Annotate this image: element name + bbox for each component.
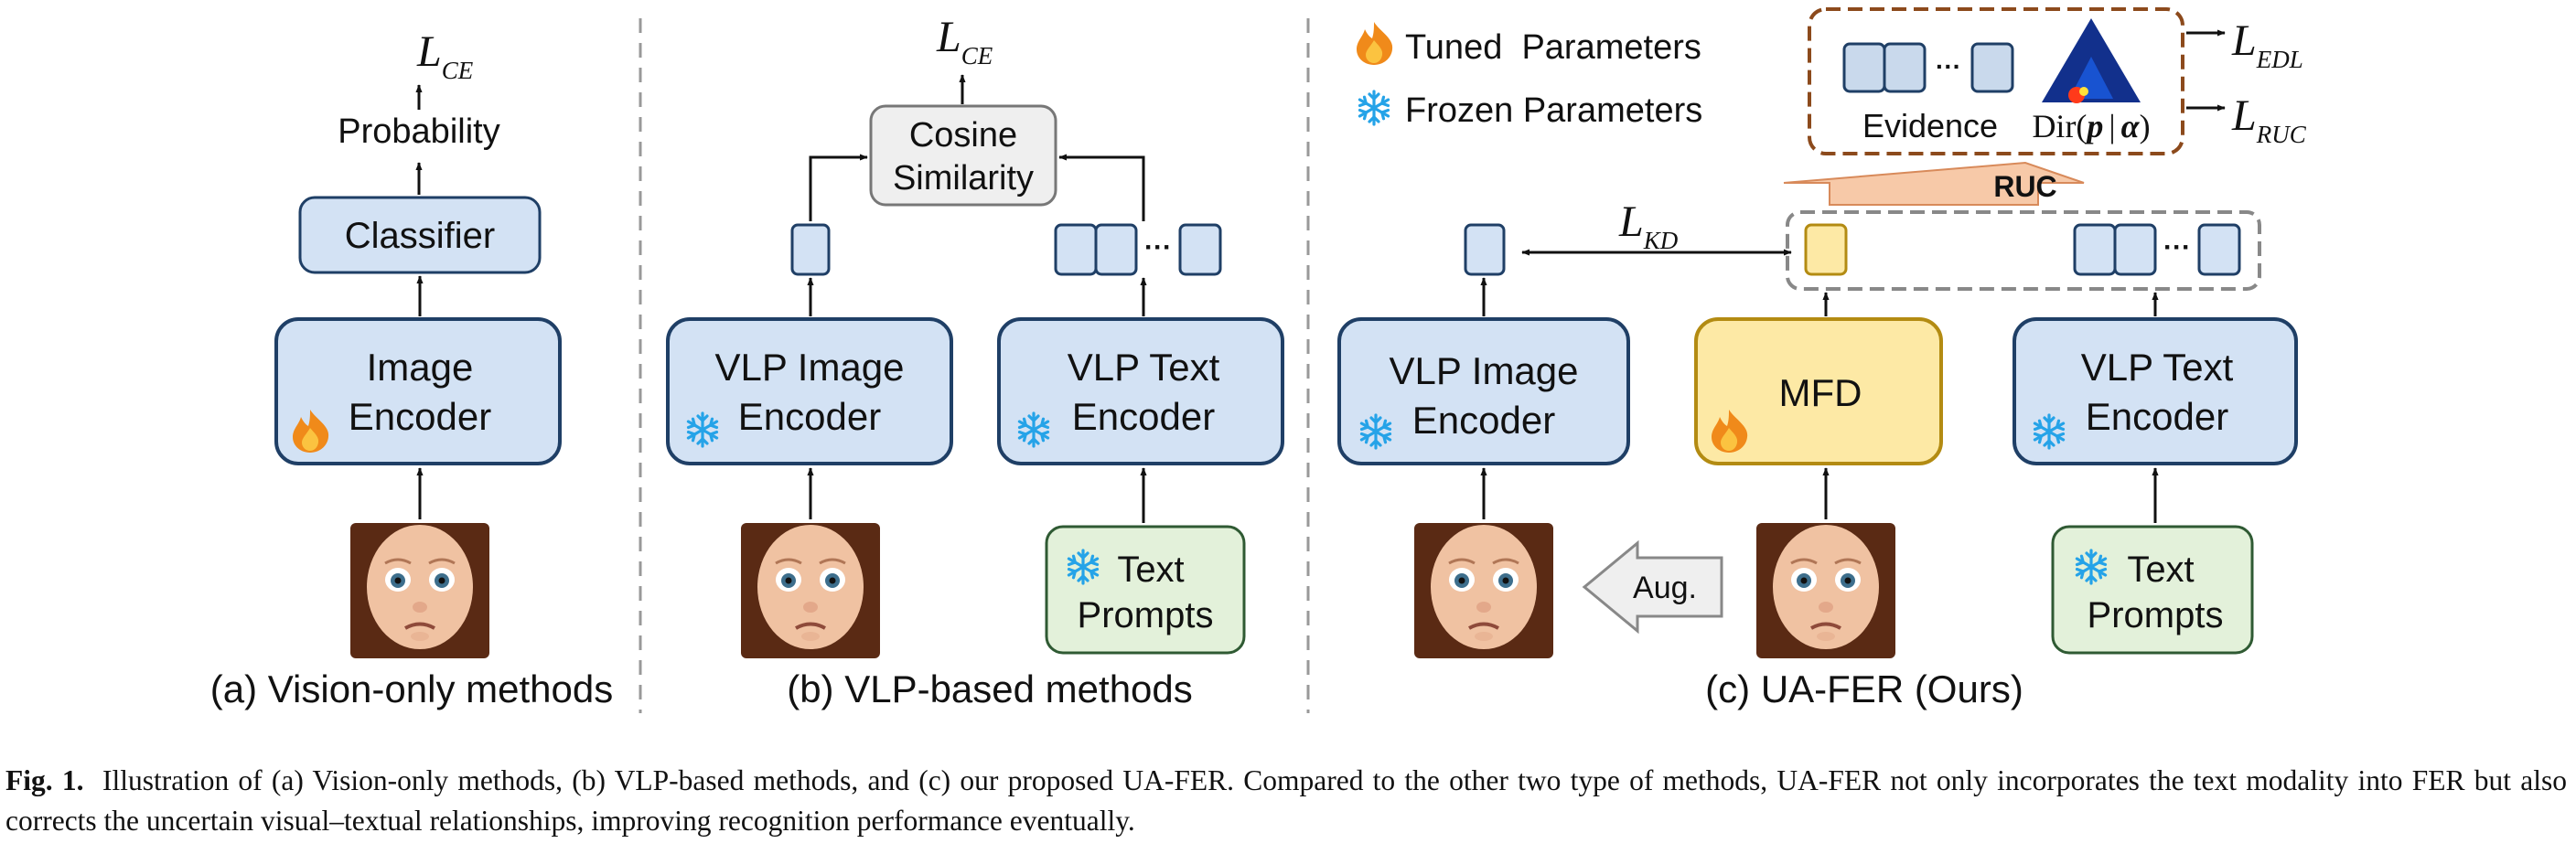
image-encoder-label-1: Image — [367, 346, 474, 389]
aug-arrow — [1582, 539, 1723, 635]
panel-c: Tuned Parameters Frozen Parameters ··· E… — [1337, 7, 2307, 710]
face-image-a — [349, 521, 491, 660]
arrow-txt-feat-cos — [1058, 154, 1145, 221]
panel-a: LCE Probability Classifier Image Encoder… — [210, 27, 613, 710]
vlp-text-encoder-box-b — [997, 317, 1284, 465]
mfd-box — [1694, 317, 1943, 465]
dirichlet-density-core — [2079, 87, 2088, 96]
probability-label: Probability — [338, 112, 499, 151]
loss-kd: LKD — [1618, 197, 1679, 254]
cosine-similarity-box — [869, 104, 1057, 207]
text-feature-2-c — [2113, 223, 2157, 276]
framework-diagram: LCE Probability Classifier Image Encoder… — [210, 7, 2307, 713]
panel-b: LCE Cosine Similarity ··· VLP Image Enco… — [666, 13, 1284, 710]
evidence-block-1 — [1842, 42, 1886, 93]
figure-caption-text: Illustration of (a) Vision-only methods,… — [5, 764, 2567, 837]
caption-b: (b) VLP-based methods — [787, 667, 1193, 710]
mfd-feature — [1804, 223, 1848, 276]
vlp-text-encoder-label-1-b: VLP Text — [1068, 346, 1220, 389]
caption-a: (a) Vision-only methods — [210, 667, 613, 710]
vlp-image-encoder-label-1-c: VLP Image — [1389, 349, 1578, 392]
augmented-face-image — [1412, 521, 1555, 660]
vlp-text-encoder-label-2-b: Encoder — [1072, 395, 1215, 438]
text-prompts-label-2-b: Prompts — [1078, 595, 1214, 635]
image-encoder-label-2: Encoder — [349, 395, 491, 438]
classifier-box — [298, 196, 542, 274]
text-prompts-label-1-c: Text — [2127, 550, 2194, 590]
ruc-arrow — [1783, 161, 2085, 206]
face-image-c — [1755, 521, 1897, 660]
evidence-block-n — [1970, 42, 2014, 93]
vlp-image-encoder-label-2-b: Encoder — [738, 395, 881, 438]
snowflake-icon — [1358, 90, 1390, 126]
text-prompts-box-c — [2051, 525, 2254, 655]
vlp-text-encoder-label-2-c: Encoder — [2086, 395, 2228, 438]
text-feature-n-b — [1178, 223, 1222, 276]
ellipsis-evidence: ··· — [1936, 52, 1961, 80]
legend-frozen-label: Frozen Parameters — [1405, 91, 1702, 130]
loss-ce-b: LCE — [936, 13, 993, 69]
image-feature-c — [1464, 223, 1506, 276]
figure-label: Fig. 1. — [5, 764, 84, 796]
cosine-label-2: Similarity — [893, 159, 1034, 197]
text-feature-1-c — [2073, 223, 2117, 276]
mfd-label: MFD — [1779, 371, 1862, 414]
vlp-text-encoder-label-1-c: VLP Text — [2081, 346, 2234, 389]
ruc-module-box — [1808, 7, 2184, 155]
ellipsis-b: ··· — [1144, 232, 1172, 262]
image-feature-b — [790, 223, 831, 276]
ruc-label: RUC — [1993, 170, 2056, 203]
text-prompts-label-2-c: Prompts — [2088, 595, 2224, 635]
ellipsis-c: ··· — [2163, 232, 2191, 262]
aug-label: Aug. — [1633, 571, 1697, 605]
face-image-b — [739, 521, 882, 660]
vlp-image-encoder-label-1-b: VLP Image — [714, 346, 904, 389]
loss-edl: LEDL — [2231, 16, 2303, 73]
text-prompts-label-1-b: Text — [1117, 550, 1184, 590]
dirichlet-label: Dir(p|α) — [2032, 108, 2150, 144]
loss-ruc: LRUC — [2231, 91, 2307, 148]
evidence-block-2 — [1883, 42, 1927, 93]
vlp-image-encoder-label-2-c: Encoder — [1412, 399, 1555, 442]
evidence-label: Evidence — [1862, 107, 1998, 144]
loss-ce-a: LCE — [416, 27, 474, 84]
flame-icon — [1357, 22, 1393, 65]
figure-caption: Fig. 1. Illustration of (a) Vision-only … — [5, 761, 2567, 841]
feature-box — [1786, 210, 2261, 291]
vlp-text-encoder-box-c — [2012, 317, 2298, 465]
caption-c: (c) UA-FER (Ours) — [1705, 667, 2023, 710]
legend-tuned-label: Tuned Parameters — [1405, 28, 1701, 67]
cosine-label-1: Cosine — [909, 116, 1017, 155]
text-feature-n-c — [2197, 223, 2241, 276]
vlp-image-encoder-box-b — [666, 317, 953, 465]
text-feature-2-b — [1094, 223, 1138, 276]
arrow-img-feat-cos — [809, 154, 868, 221]
text-feature-1-b — [1054, 223, 1098, 276]
image-encoder-box — [274, 317, 562, 465]
classifier-label: Classifier — [345, 216, 495, 256]
vlp-image-encoder-box-c — [1337, 317, 1630, 465]
